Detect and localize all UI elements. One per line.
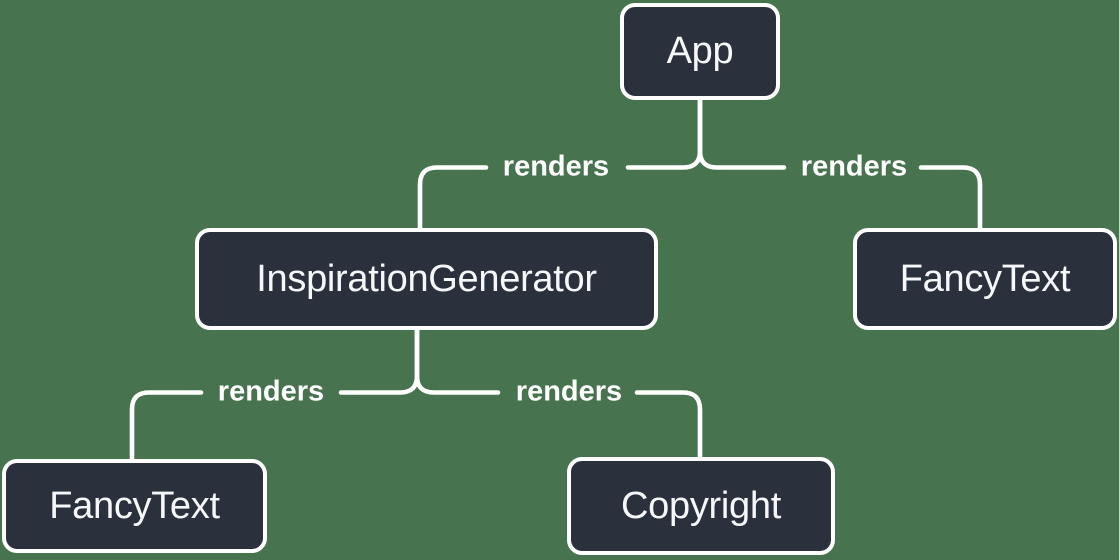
edge-app-fancytext-stem [697, 97, 787, 170]
edge-app-fancytext-elbow [918, 165, 983, 231]
node-fancy-text-bottom-label: FancyText [49, 484, 220, 527]
edge-label-inspiration-copyright: renders [515, 375, 623, 408]
node-copyright: Copyright [567, 457, 835, 555]
node-fancy-text-top: FancyText [853, 228, 1117, 330]
node-fancy-text-top-label: FancyText [899, 257, 1071, 300]
node-fancy-text-bottom: FancyText [2, 459, 267, 553]
node-inspiration-generator-label: InspirationGenerator [256, 257, 597, 300]
edge-app-inspiration-elbow [417, 165, 489, 231]
edge-inspiration-fancytext-elbow [129, 390, 204, 462]
edge-inspiration-copyright-elbow [634, 390, 703, 460]
edge-inspiration-copyright-stem [414, 327, 501, 395]
edge-app-inspiration-stem [625, 97, 703, 170]
node-app: App [620, 3, 780, 100]
node-copyright-label: Copyright [621, 484, 781, 527]
edge-inspiration-fancytext-stem [338, 327, 420, 395]
node-inspiration-generator: InspirationGenerator [195, 228, 658, 330]
edge-label-app-inspiration: renders [502, 150, 610, 183]
edge-label-inspiration-fancytext: renders [217, 375, 325, 408]
node-app-label: App [666, 30, 734, 72]
edge-label-app-fancytext: renders [800, 150, 908, 183]
